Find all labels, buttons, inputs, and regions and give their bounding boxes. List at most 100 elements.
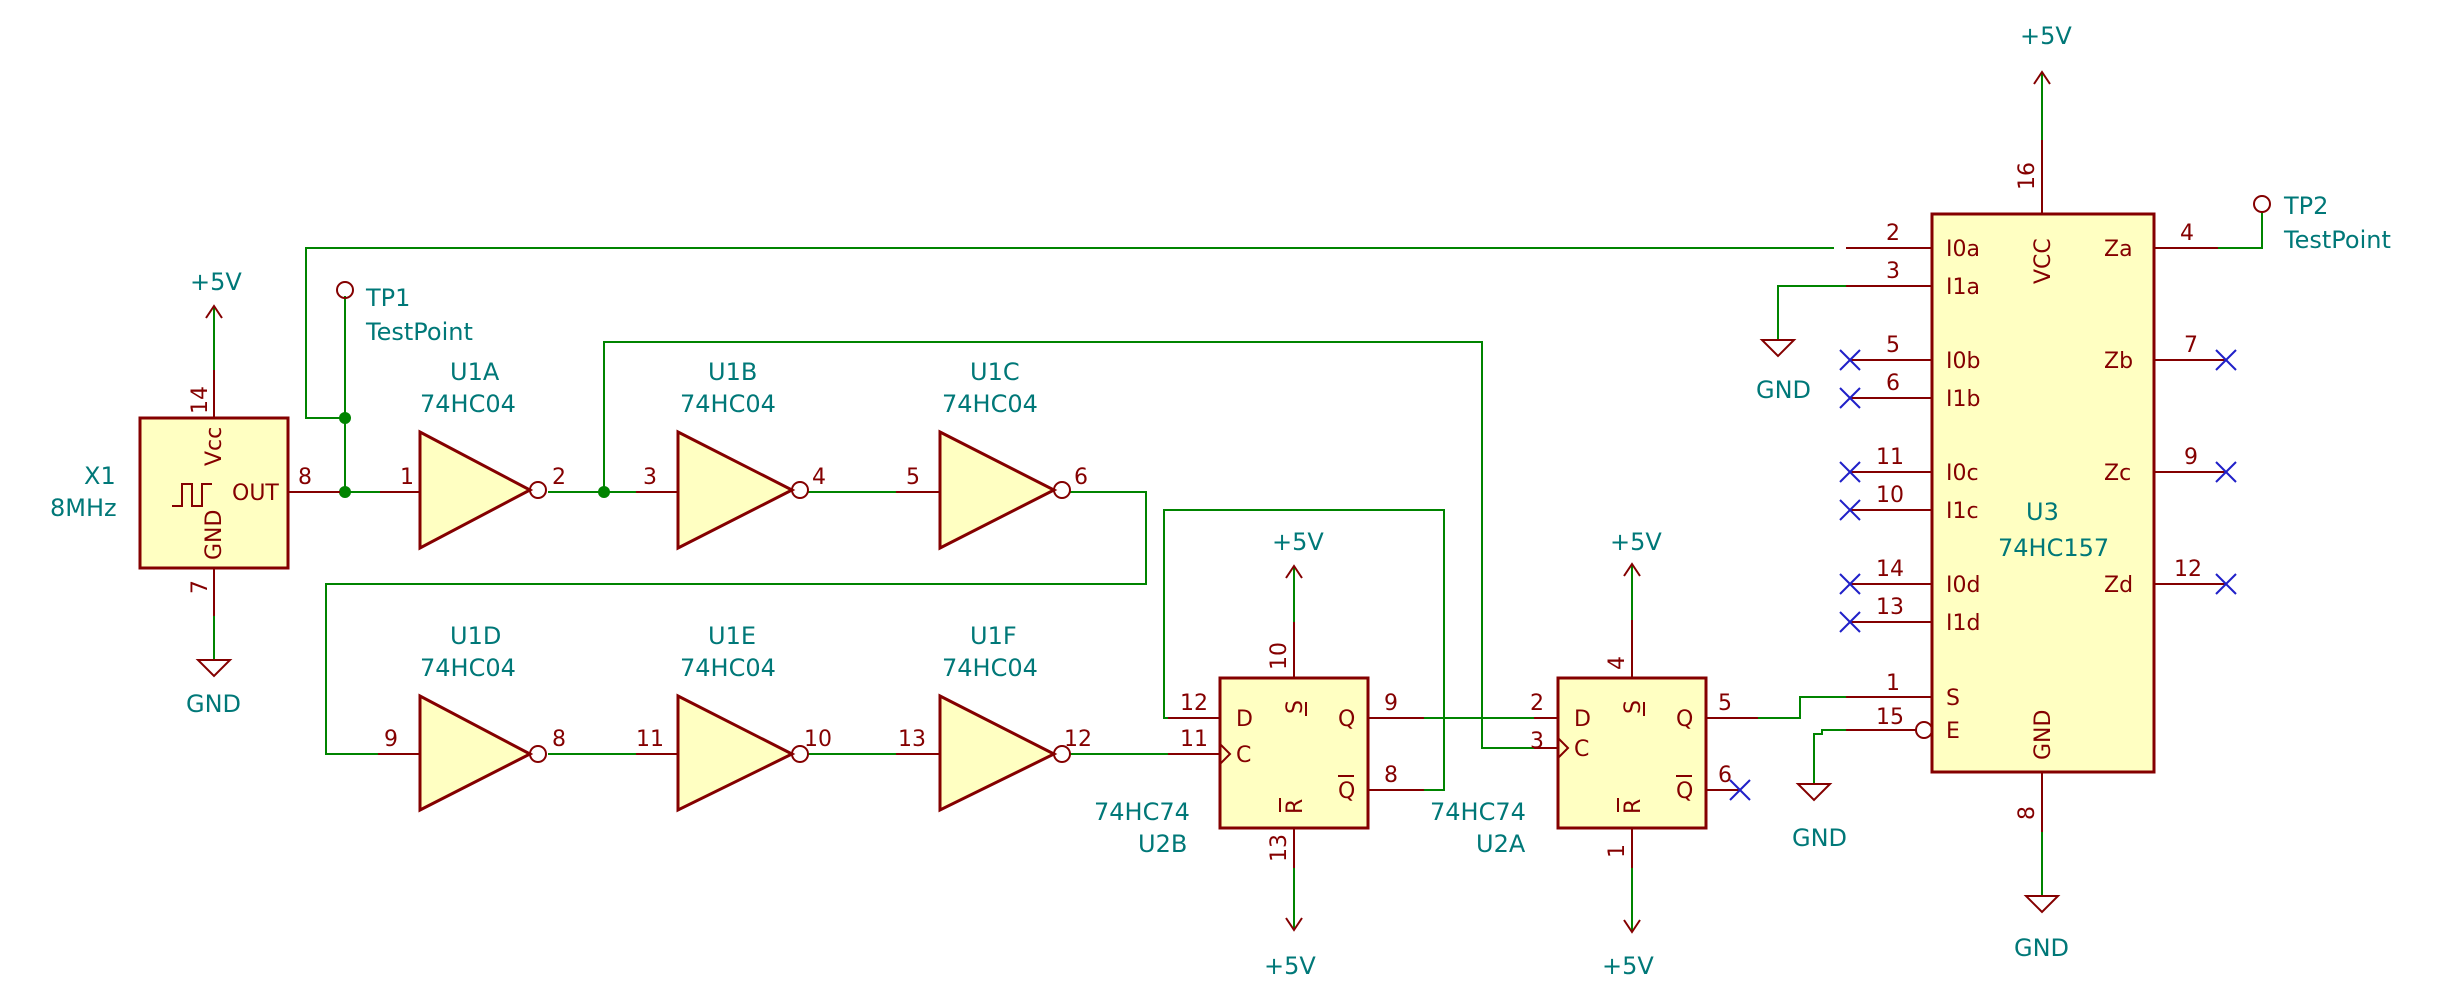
u3-pin-i1c-name: I1c [1946, 499, 1979, 524]
wires [213, 72, 2263, 930]
x1-gnd-symbol: GND [186, 659, 241, 718]
u3-pin-zc-name: Zc [2104, 461, 2131, 486]
x1-pin-vcc-name: Vcc [202, 427, 227, 466]
u1c-pin-out: 6 [1074, 465, 1088, 490]
u2a-value: 74HC74 [1430, 798, 1526, 826]
u2b-pin-c-name: C [1236, 743, 1251, 768]
u2a-pin-s-number: 4 [1605, 656, 1630, 670]
u2b-pin-s-name: S [1283, 700, 1308, 714]
u2a-pin-d-name: D [1574, 707, 1591, 732]
x1-gnd-label: GND [186, 690, 241, 718]
u2a-pin-d-number: 2 [1530, 691, 1544, 716]
u3-pin-e-name: E [1946, 719, 1960, 744]
u3-pin-vcc-name: VCC [2031, 238, 2056, 284]
u2a-reference: U2A [1476, 830, 1526, 858]
u1c-value: 74HC04 [942, 390, 1038, 418]
x1-pin-out-number: 8 [298, 465, 312, 490]
u1c-reference: U1C [970, 358, 1020, 386]
u2a-vcc-bottom-symbol: +5V [1602, 919, 1654, 980]
inverter-u1e: 11 10 U1E 74HC04 [636, 622, 832, 813]
inverter-u1a: 1 2 U1A 74HC04 [380, 358, 566, 551]
u2a-pin-c-name: C [1574, 737, 1589, 762]
u3-i1a-gnd-label: GND [1756, 376, 1811, 404]
u3-pin-e-number: 15 [1876, 705, 1904, 730]
u1b-pin-out: 4 [812, 465, 826, 490]
no-connect-marker [2215, 349, 2237, 371]
u3-vcc-label: +5V [2020, 22, 2072, 50]
clock-edge-icon [1557, 737, 1570, 759]
no-connect-marker [2215, 461, 2237, 483]
u3-gnd-symbol: GND [2014, 895, 2069, 962]
u1e-pin-in: 11 [636, 727, 664, 752]
u3-pin-s-number: 1 [1886, 671, 1900, 696]
tp2-reference: TP2 [2283, 192, 2328, 220]
u3-pin-i1c-number: 10 [1876, 483, 1904, 508]
u2a-vcc-symbol: +5V [1610, 528, 1662, 577]
u3-pin-i1a-number: 3 [1886, 259, 1900, 284]
u2a-pin-qn-name: Q [1676, 779, 1693, 804]
u1a-reference: U1A [450, 358, 500, 386]
u1f-pin-in: 13 [898, 727, 926, 752]
u2b-pin-qn-name: Q [1338, 779, 1355, 804]
u3-pin-i0c-name: I0c [1946, 461, 1979, 486]
u3-pin-i0d-number: 14 [1876, 557, 1904, 582]
no-connect-marker [1839, 611, 1861, 633]
u3-pin-za-name: Za [2104, 237, 2133, 262]
u1a-value: 74HC04 [420, 390, 516, 418]
tp2-value: TestPoint [2283, 226, 2391, 254]
no-connect-marker [2215, 573, 2237, 595]
u3-pin-gnd-number: 8 [2015, 806, 2040, 820]
u3-pin-i0a-number: 2 [1886, 221, 1900, 246]
u2a-pin-qn-number: 6 [1718, 763, 1732, 788]
u1f-pin-out: 12 [1064, 727, 1092, 752]
x1-reference: X1 [84, 462, 116, 490]
u3-pin-i1b-number: 6 [1886, 371, 1900, 396]
square-wave-icon [172, 483, 212, 507]
u2b-pin-r-name: R [1283, 799, 1308, 814]
u1d-pin-in: 9 [384, 727, 398, 752]
u1f-value: 74HC04 [942, 654, 1038, 682]
u2b-pin-r-number: 13 [1267, 834, 1292, 862]
u3-pin-i0b-number: 5 [1886, 333, 1900, 358]
u3-pin-i0d-name: I0d [1946, 573, 1980, 598]
u1b-pin-in: 3 [643, 465, 657, 490]
u2b-pin-c-number: 11 [1180, 727, 1208, 752]
u3-vcc-symbol: +5V [2020, 22, 2072, 85]
x1-pin-vcc-number: 14 [188, 386, 213, 414]
junction-dot [598, 486, 610, 498]
u2b-vcc-label: +5V [1272, 528, 1324, 556]
u2b-pin-d-name: D [1236, 707, 1253, 732]
inverter-u1d: 9 8 U1D 74HC04 [378, 622, 566, 813]
u3-pin-zb-name: Zb [2104, 349, 2133, 374]
inverter-u1b: 3 4 U1B 74HC04 [636, 358, 826, 551]
u1a-pin-out: 2 [552, 465, 566, 490]
u1a-pin-in: 1 [400, 465, 414, 490]
u3-pin-gnd-name: GND [2031, 710, 2056, 760]
x1-pin-gnd-name: GND [202, 510, 227, 560]
u3-pin-i0b-name: I0b [1946, 349, 1980, 374]
test-point-tp1: TP1 TestPoint [336, 281, 473, 346]
x1-vcc-symbol: +5V [190, 268, 242, 319]
u3-pin-zb-number: 7 [2184, 333, 2198, 358]
u3-e-gnd-symbol: GND [1792, 783, 1847, 852]
u1b-reference: U1B [708, 358, 757, 386]
u2a-pin-q-name: Q [1676, 707, 1693, 732]
u3-pin-s-name: S [1946, 686, 1960, 711]
u3-pin-za-number: 4 [2180, 221, 2194, 246]
u2a-pin-r-number: 1 [1605, 844, 1630, 858]
u3-pin-vcc-number: 16 [2015, 162, 2040, 190]
u3-value: 74HC157 [1998, 534, 2109, 562]
no-connect-marker [1839, 499, 1861, 521]
junction-dot [339, 486, 351, 498]
u2a-pin-c-number: 3 [1530, 729, 1544, 754]
no-connect-marker [1729, 779, 1751, 801]
u3-e-gnd-label: GND [1792, 824, 1847, 852]
u2b-pin-qn-number: 8 [1384, 763, 1398, 788]
u2a-vcc-label: +5V [1610, 528, 1662, 556]
tp1-value: TestPoint [365, 318, 473, 346]
u3-no-connect-markers [1839, 349, 2237, 633]
u3-pin-i1b-name: I1b [1946, 387, 1980, 412]
x1-value: 8MHz [50, 494, 117, 522]
x1-pin-out-name: OUT [232, 481, 279, 506]
